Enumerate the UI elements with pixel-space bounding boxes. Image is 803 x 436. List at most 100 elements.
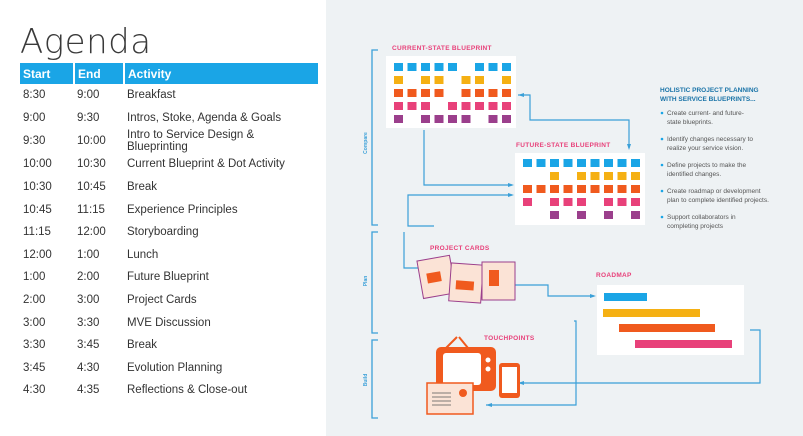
cell-end: 12:00 (77, 226, 106, 239)
future-blueprint-cell (550, 172, 559, 180)
future-blueprint-cell (604, 172, 613, 180)
current-blueprint-cell (448, 102, 457, 110)
future-blueprint-cell (577, 172, 586, 180)
current-state-label: CURRENT-STATE BLUEPRINT (392, 45, 492, 52)
future-blueprint-cell (631, 185, 640, 193)
future-blueprint-cell (577, 211, 586, 219)
current-blueprint-cell (475, 89, 484, 97)
cell-activity: Evolution Planning (127, 361, 223, 374)
side-label-build: Build (363, 374, 369, 387)
cell-start: 9:30 (23, 135, 46, 148)
current-blueprint-cell (407, 102, 417, 110)
current-blueprint-cell (434, 115, 444, 123)
current-blueprint-cell (421, 115, 430, 123)
current-blueprint-cell (488, 63, 498, 71)
future-blueprint-cell (617, 185, 627, 193)
current-blueprint-cell (475, 102, 484, 110)
current-blueprint-cell (421, 89, 430, 97)
cell-end: 9:30 (77, 111, 100, 124)
current-blueprint-cell (488, 115, 498, 123)
future-blueprint-cell (604, 211, 613, 219)
cell-end: 10:30 (77, 158, 106, 171)
compare-bracket (371, 49, 378, 226)
future-blueprint-cell (550, 185, 559, 193)
cell-activity: Break (127, 339, 158, 352)
future-blueprint-cell (631, 198, 640, 206)
future-state-label: FUTURE-STATE BLUEPRINT (516, 142, 610, 149)
bullet-dot (660, 137, 664, 141)
roadmap-label: ROADMAP (596, 272, 632, 279)
cell-start: 12:00 (23, 248, 52, 261)
header-activity: Activity (124, 63, 318, 84)
future-blueprint-cell (577, 159, 586, 167)
hpp-heading-line2: WITH SERVICE BLUEPRINTS... (660, 96, 756, 103)
cell-activity: Reflections & Close-out (127, 384, 248, 397)
future-blueprint-cell (536, 185, 546, 193)
cell-end: 2:00 (77, 271, 100, 284)
current-blueprint-cell (502, 102, 511, 110)
plan-bracket (371, 231, 378, 334)
future-blueprint-cell (523, 159, 532, 167)
cell-start: 3:30 (23, 339, 46, 352)
bullet-line: identified changes. (667, 171, 721, 178)
bullet-dot (660, 163, 664, 167)
current-blueprint-cell (394, 115, 403, 123)
current-blueprint-cell (475, 76, 484, 84)
cell-end: 9:00 (77, 89, 100, 102)
cell-activity: Break (127, 181, 158, 194)
future-blueprint-cell (604, 159, 613, 167)
cell-end: 3:00 (77, 294, 100, 307)
blueprint-grids (394, 63, 640, 219)
current-blueprint-cell (407, 89, 417, 97)
roadmap-bars (603, 293, 732, 348)
current-blueprint-cell (394, 63, 403, 71)
cell-start: 9:00 (23, 111, 46, 124)
current-blueprint-cell (488, 89, 498, 97)
current-blueprint-cell (461, 76, 471, 84)
bullet-line: Support collaborators in (667, 214, 736, 221)
cell-start: 2:00 (23, 294, 46, 307)
bullet-line: completing projects (667, 223, 724, 230)
current-blueprint-cell (394, 89, 403, 97)
bullet-line: Define projects to make the (667, 162, 747, 169)
bullet-dot (660, 215, 664, 219)
header-start: Start (20, 63, 75, 84)
cell-end: 11:15 (77, 203, 105, 216)
cell-start: 3:45 (23, 361, 46, 374)
table-row: 12:00 1:00 Lunch (20, 244, 318, 267)
current-blueprint-cell (448, 63, 457, 71)
future-blueprint-cell (631, 211, 640, 219)
cell-activity: Intros, Stoke, Agenda & Goals (127, 111, 282, 124)
cell-activity: Lunch (127, 248, 159, 261)
current-blueprint-cell (421, 63, 430, 71)
cell-start: 10:30 (23, 181, 52, 194)
cell-start: 11:15 (23, 226, 51, 239)
bullet-dot (660, 111, 664, 115)
bullet-line: state blueprints. (667, 119, 713, 126)
cell-end: 1:00 (77, 248, 100, 261)
future-blueprint-cell (563, 159, 573, 167)
side-label-compare: Compare (363, 132, 369, 154)
cell-activity: Breakfast (127, 89, 176, 102)
current-blueprint-cell (502, 76, 511, 84)
future-blueprint-cell (590, 185, 600, 193)
current-blueprint-cell (434, 76, 444, 84)
cell-activity: Intro to Service Design & Blueprinting (127, 129, 255, 154)
table-row: 9:00 9:30 Intros, Stoke, Agenda & Goals (20, 107, 318, 130)
touchpoints-label: TOUCHPOINTS (484, 335, 535, 342)
future-blueprint-cell (550, 211, 559, 219)
future-blueprint-cell (631, 172, 640, 180)
future-blueprint-cell (577, 198, 586, 206)
bullet-dot (660, 189, 664, 193)
future-blueprint-cell (590, 172, 600, 180)
current-blueprint-cell (461, 115, 471, 123)
